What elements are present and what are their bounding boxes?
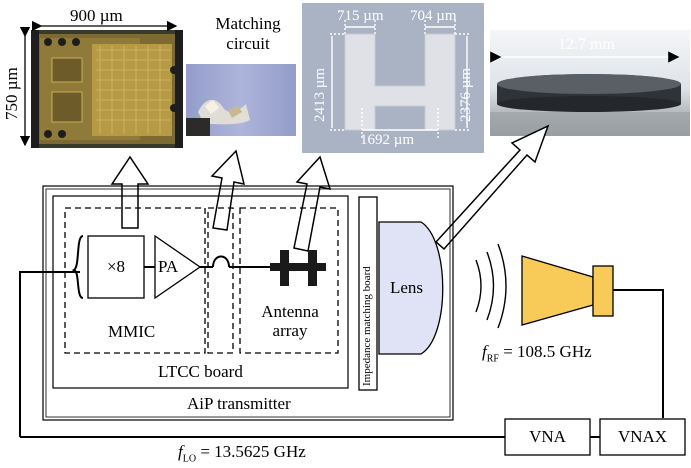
arrow-to-mmic-photo <box>110 155 150 229</box>
mmic-height-label: 750 µm <box>2 67 21 120</box>
lens-photo <box>490 30 690 136</box>
arrow-to-lens-photo <box>434 124 550 251</box>
flo-label: fLO = 13.5625 GHz <box>178 442 306 465</box>
antenna-dim-bottom: 1692 µm <box>360 132 415 148</box>
antenna-array-symbol <box>270 250 326 286</box>
vna-box <box>504 418 591 456</box>
aip-transmitter-label: AiP transmitter <box>187 394 291 413</box>
antenna-label-line1: Antenna <box>261 302 319 321</box>
radiation-waves <box>475 243 507 329</box>
wire-bond-hop <box>212 255 230 268</box>
matching-caption-line2: circuit <box>226 34 270 53</box>
vnax-box <box>599 418 686 456</box>
mmic-width-label: 900 µm <box>70 6 123 25</box>
lens-diameter-label: 12.7 mm <box>558 36 615 53</box>
antenna-dashed-region <box>239 207 339 354</box>
matching-circuit-photo <box>186 64 296 136</box>
ltcc-board-box <box>52 195 349 389</box>
antenna-dimensions <box>330 20 470 138</box>
frf-label: fRF = 108.5 GHz <box>482 342 592 365</box>
antenna-dim-right: 2376 µm <box>458 67 474 122</box>
lens-shape <box>378 221 444 355</box>
antenna-dim-top-right: 704 µm <box>410 8 457 24</box>
impedance-matching-board <box>358 196 378 391</box>
pa-label: PA <box>158 257 179 276</box>
lo-input-line <box>19 271 80 437</box>
aip-transmitter-inner-box <box>45 188 451 418</box>
aip-transmitter-outer-box <box>42 185 454 421</box>
vnax-label: VNAX <box>617 427 668 446</box>
antenna-label-line2: array <box>272 321 308 340</box>
mmic-label: MMIC <box>108 322 156 341</box>
horn-antenna <box>521 255 614 326</box>
lo-brace <box>71 235 84 299</box>
matching-dashed-region <box>207 207 234 354</box>
arrow-to-matching-photo <box>210 149 246 231</box>
multiplier-block <box>87 235 145 299</box>
antenna-dim-top-left: 715 µm <box>337 8 384 24</box>
arrow-to-antenna-photo <box>293 155 332 252</box>
multiplier-label: ×8 <box>106 257 126 276</box>
matching-caption-line1: Matching <box>215 14 281 33</box>
mmic-photo <box>31 30 183 148</box>
lens-label: Lens <box>390 278 424 297</box>
impedance-board-label: Impedance matching board <box>361 266 373 386</box>
horn-feed-line <box>613 289 664 418</box>
callout-arrows <box>110 124 550 252</box>
ltcc-board-label: LTCC board <box>158 362 243 381</box>
vna-label: VNA <box>529 427 566 446</box>
antenna-dim-left: 2413 µm <box>312 67 328 122</box>
mmic-dashed-region <box>64 207 206 354</box>
